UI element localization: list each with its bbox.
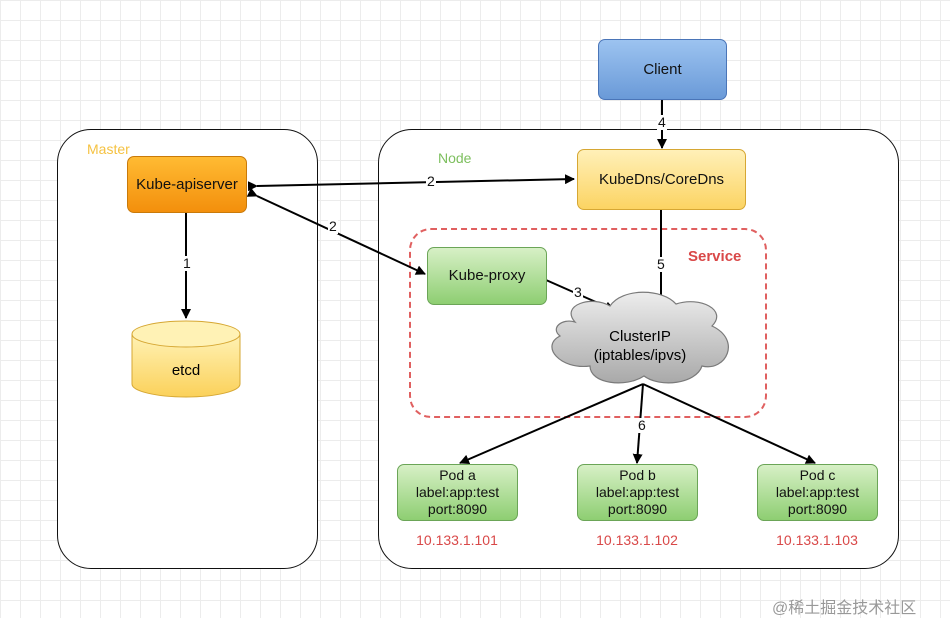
pod-c-name: Pod c: [799, 467, 836, 483]
watermark: @稀土掘金技术社区: [772, 600, 917, 617]
pod-b-name: Pod b: [619, 467, 656, 483]
pod-b-label: label:app:test: [595, 484, 680, 500]
pod-b-port: port:8090: [607, 501, 668, 517]
apiserver-node: Kube-apiserver: [127, 156, 247, 213]
pod-a-ip: 10.133.1.101: [416, 532, 498, 548]
edge-clusterip-poda: [459, 383, 644, 465]
service-boundary: [409, 228, 767, 418]
pod-c: Pod c label:app:test port:8090: [757, 464, 878, 521]
pod-a: Pod a label:app:test port:8090: [397, 464, 518, 521]
pod-a-port: port:8090: [427, 501, 488, 517]
kubedns-node: KubeDns/CoreDns: [577, 149, 746, 210]
edge-label-1: 1: [182, 255, 192, 271]
edge-clusterip-podc: [642, 383, 816, 464]
pod-c-port: port:8090: [787, 501, 848, 517]
edge-label-2-proxy: 2: [328, 218, 338, 234]
pod-b: Pod b label:app:test port:8090: [577, 464, 698, 521]
clusterip-label-line2: (iptables/ipvs): [593, 347, 687, 364]
client-node: Client: [598, 39, 727, 100]
edge-label-5: 5: [656, 256, 666, 272]
edge-apiserver-kubeproxy: [246, 187, 426, 275]
edge-apiserver-kubedns: [247, 174, 575, 192]
pod-a-name: Pod a: [439, 467, 476, 483]
etcd-label: etcd: [171, 362, 201, 379]
node-title: Node: [438, 150, 472, 166]
edge-label-2-dns: 2: [426, 173, 436, 189]
kubeproxy-node: Kube-proxy: [427, 247, 547, 305]
pod-a-label: label:app:test: [415, 484, 500, 500]
service-title: Service: [688, 248, 742, 265]
edge-label-3: 3: [573, 284, 583, 300]
edge-label-4: 4: [657, 114, 667, 130]
pod-c-ip: 10.133.1.103: [776, 532, 858, 548]
pod-b-ip: 10.133.1.102: [596, 532, 678, 548]
edge-label-6: 6: [637, 417, 647, 433]
pod-c-label: label:app:test: [775, 484, 860, 500]
master-title: Master: [87, 141, 130, 157]
clusterip-label-line1: ClusterIP: [609, 328, 671, 345]
